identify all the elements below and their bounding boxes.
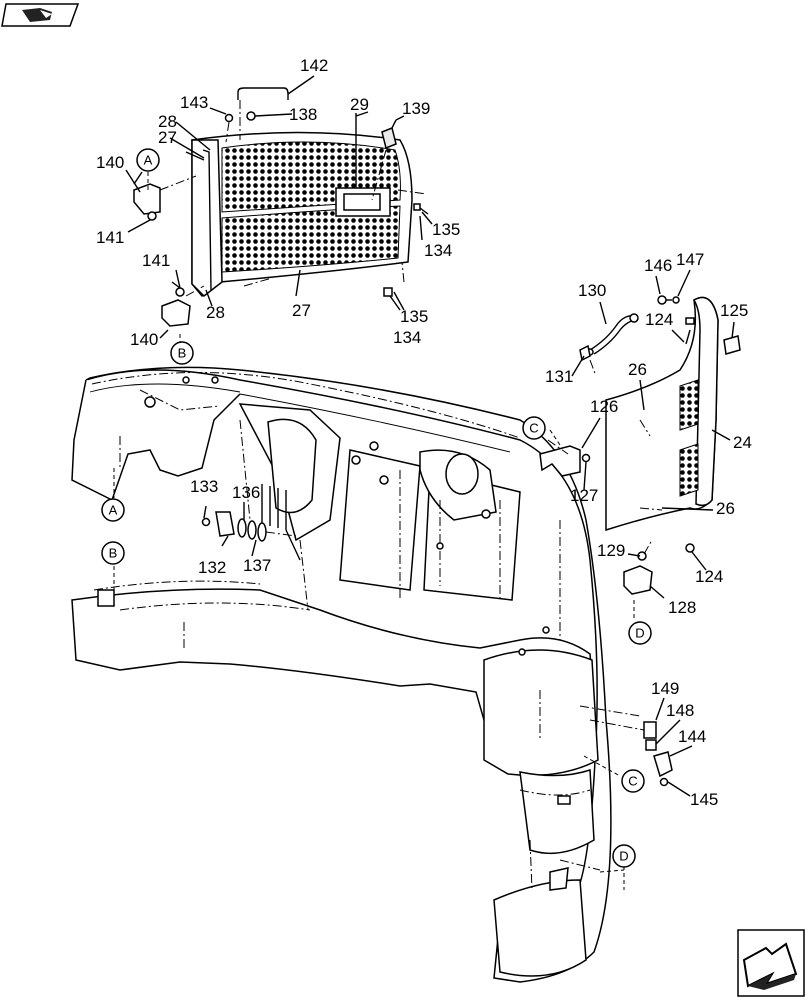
- counterweight-body: [71, 366, 612, 983]
- callout-leaders: [113, 172, 635, 890]
- label-27-lower: 27: [292, 301, 311, 320]
- label-136: 136: [232, 483, 260, 502]
- callout-a-lower: A: [101, 498, 125, 522]
- label-138: 138: [289, 105, 317, 124]
- front-grille-assembly: [159, 87, 429, 311]
- label-143: 143: [180, 93, 208, 112]
- callout-b-lower: B: [101, 541, 125, 565]
- label-124-upper: 124: [645, 310, 673, 329]
- label-142: 142: [300, 56, 328, 75]
- callout-a-upper: A: [136, 148, 160, 172]
- pipe-130: [579, 313, 639, 377]
- label-145: 145: [690, 790, 718, 809]
- bracket-128: [623, 539, 665, 599]
- label-141-upper: 141: [96, 228, 124, 247]
- label-149: 149: [651, 679, 679, 698]
- next-page-arrow-icon[interactable]: [737, 929, 805, 997]
- label-140-upper: 140: [96, 153, 124, 172]
- label-135-lower: 135: [400, 307, 428, 326]
- label-26-upper: 26: [628, 360, 647, 379]
- label-131: 131: [545, 367, 573, 386]
- label-127: 127: [570, 486, 598, 505]
- label-133: 133: [190, 477, 218, 496]
- callout-a-lower-text: A: [109, 503, 118, 518]
- label-26-lower: 26: [716, 499, 735, 518]
- label-124-lower: 124: [695, 567, 723, 586]
- callout-c-upper: C: [522, 416, 546, 440]
- label-29: 29: [350, 95, 369, 114]
- bracket-126: [539, 439, 591, 477]
- callout-d-upper-text: D: [635, 626, 644, 641]
- label-147: 147: [676, 250, 704, 269]
- parts-144-149: [579, 705, 691, 797]
- label-148: 148: [666, 701, 694, 720]
- callout-a-upper-text: A: [144, 153, 153, 168]
- label-128: 128: [668, 598, 696, 617]
- label-139: 139: [402, 99, 430, 118]
- latch-133-132: [201, 505, 297, 547]
- callout-b-lower-text: B: [109, 546, 118, 561]
- callout-d-lower: D: [612, 844, 636, 868]
- callout-c-lower: C: [621, 769, 645, 793]
- label-141-lower: 141: [142, 251, 170, 270]
- label-134-upper: 134: [424, 241, 452, 260]
- book-arrow-icon[interactable]: [1, 3, 80, 27]
- label-140-lower: 140: [130, 330, 158, 349]
- label-leaders: [125, 75, 735, 757]
- label-137: 137: [243, 556, 271, 575]
- side-panel-24: [605, 295, 741, 553]
- callout-c-upper-text: C: [529, 421, 538, 436]
- label-132: 132: [198, 558, 226, 577]
- part-labels: 142 143 138 29 139 28 27 140 141 135 134…: [96, 56, 752, 809]
- label-135-upper: 135: [432, 220, 460, 239]
- label-28-lower: 28: [206, 303, 225, 322]
- callout-d-lower-text: D: [619, 849, 628, 864]
- label-28-upper: 28: [158, 112, 177, 131]
- label-125: 125: [720, 301, 748, 320]
- callout-c-lower-text: C: [628, 774, 637, 789]
- label-146: 146: [644, 256, 672, 275]
- label-129: 129: [597, 541, 625, 560]
- label-24: 24: [733, 433, 752, 452]
- callout-d-upper: D: [628, 621, 652, 645]
- callout-b-upper: B: [170, 341, 194, 365]
- label-134-lower: 134: [393, 328, 421, 347]
- label-27-upper: 27: [158, 128, 177, 147]
- bracket-140-lower: [159, 281, 205, 339]
- label-144: 144: [678, 727, 706, 746]
- label-126: 126: [590, 397, 618, 416]
- label-130: 130: [578, 281, 606, 300]
- callout-b-upper-text: B: [178, 346, 187, 361]
